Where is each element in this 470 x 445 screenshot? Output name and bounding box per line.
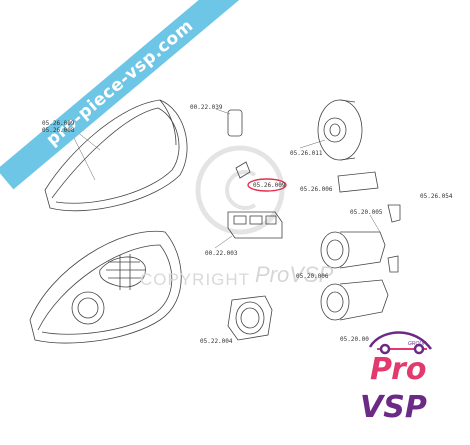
part-label: 05.26.011 [290,150,323,157]
bulb-capsule [227,109,243,137]
fog-lamp [227,295,273,341]
logo-group-text: GROUP [408,341,427,347]
socket-lower [320,255,399,321]
part-label: 00.22.003 [205,250,238,257]
part-label: 05.22.004 [200,338,233,345]
part-label: 05.20.005 [350,209,383,216]
part-label: 05.26.054 [420,193,453,200]
part-label: 05.26.009 [253,182,286,189]
copyright-brand-watermark: ProVSP [255,262,334,287]
copyright-watermark: COPYRIGHT [140,270,251,289]
copyright-circle-mark [195,145,285,235]
headlamp-housing [29,230,182,344]
connector-block [227,211,283,239]
car-logo-icon [368,331,432,355]
cap-cylinder [317,99,363,161]
light-bar [337,171,379,193]
part-label: 05.26.006 [300,186,333,193]
highlight-ellipse [247,178,287,192]
socket-upper [320,204,401,269]
logo-vsp-text: VSP [360,390,427,425]
part-label: 05.20.006 [296,273,329,280]
part-label: 05.26.008 [42,127,75,134]
part-label: 05.26.009 [42,120,75,127]
leader-p2 [71,133,96,181]
logo-pro-text: Pro [370,352,427,387]
headlamp-lens-top [44,84,188,212]
copyright-c-mark [225,170,257,210]
part-label: 05.20.00 [340,336,369,343]
small-bulb [235,161,251,179]
part-label: 00.22.039 [190,104,223,111]
